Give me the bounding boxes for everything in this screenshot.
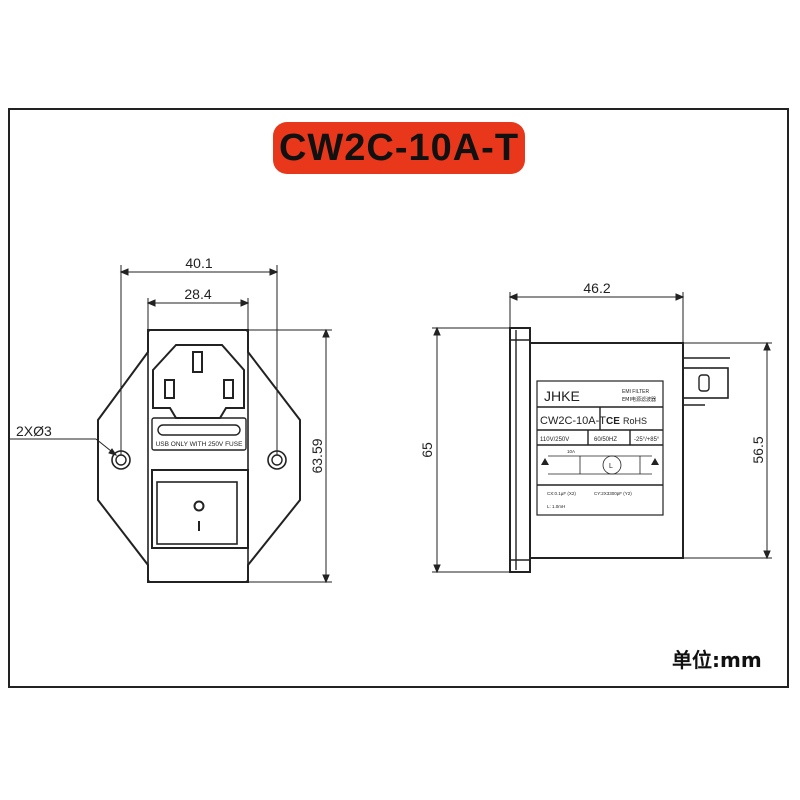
dimension-body-height bbox=[683, 341, 772, 560]
front-view: USB ONLY WITH 250V FUSE 40.1 28.4 bbox=[10, 255, 332, 584]
inlet-pin-left bbox=[164, 379, 175, 399]
mounting-hole-left-inner bbox=[115, 454, 127, 466]
drawing-frame bbox=[8, 108, 789, 688]
label-cy-spec: CY:2X3300pF (Y2) bbox=[594, 491, 632, 496]
label-inductor: L bbox=[609, 463, 613, 470]
side-body bbox=[529, 342, 684, 559]
dimension-body-width bbox=[146, 298, 250, 330]
dim-label-40-1: 40.1 bbox=[185, 255, 212, 271]
dim-label-28-4: 28.4 bbox=[184, 286, 211, 302]
switch-off-symbol bbox=[193, 500, 205, 512]
fuse-holder bbox=[151, 417, 247, 451]
label-l-spec: L: 1.0mH bbox=[547, 504, 565, 509]
dim-label-65: 65 bbox=[419, 442, 435, 458]
title-badge: CW2C-10A-T bbox=[273, 122, 525, 174]
mounting-hole-right-inner bbox=[271, 454, 283, 466]
rocker-switch-button bbox=[156, 481, 238, 545]
dim-label-56-5: 56.5 bbox=[750, 436, 766, 463]
dim-label-46-2: 46.2 bbox=[583, 280, 610, 296]
label-voltage: 110V/250V bbox=[540, 437, 569, 443]
label-rohs: RoHS bbox=[623, 416, 647, 426]
rocker-switch-housing bbox=[151, 469, 249, 549]
label-cx-spec: CX:0.1μF (X2) bbox=[547, 491, 576, 496]
side-view: JHKE EMI FILTER EMI电源滤波器 CW2C-10A-T CE R… bbox=[419, 280, 772, 574]
inlet-pin-top bbox=[192, 351, 203, 373]
hole-callout-leader bbox=[10, 438, 118, 456]
front-body bbox=[147, 329, 249, 583]
label-brand: JHKE bbox=[544, 388, 580, 404]
dimension-flange-height bbox=[432, 326, 510, 574]
fuse-label: USB ONLY WITH 250V FUSE bbox=[156, 441, 243, 448]
unit-label: 单位:mm bbox=[672, 648, 762, 672]
terminal-tab bbox=[682, 367, 729, 399]
dim-label-63-59: 63.59 bbox=[309, 438, 325, 473]
dimension-overall-width bbox=[119, 265, 279, 455]
inlet-pin-right bbox=[223, 379, 234, 399]
fuse-slot bbox=[157, 424, 241, 436]
label-subtitle-2: EMI电源滤波器 bbox=[622, 396, 656, 403]
label-model: CW2C-10A-T bbox=[540, 415, 606, 427]
dimension-height bbox=[248, 328, 332, 584]
product-label bbox=[536, 380, 664, 516]
label-frequency: 60/50HZ bbox=[594, 437, 617, 443]
label-temperature: -25°/+85° bbox=[634, 437, 660, 443]
label-current: 10A bbox=[567, 449, 575, 454]
dimension-depth bbox=[508, 292, 685, 343]
iec-inlet bbox=[152, 344, 245, 419]
label-ce-mark: CE bbox=[606, 416, 620, 427]
side-flange-plate bbox=[509, 327, 531, 573]
hole-callout-label: 2XØ3 bbox=[16, 423, 52, 439]
label-subtitle-1: EMI FILTER bbox=[622, 389, 650, 395]
